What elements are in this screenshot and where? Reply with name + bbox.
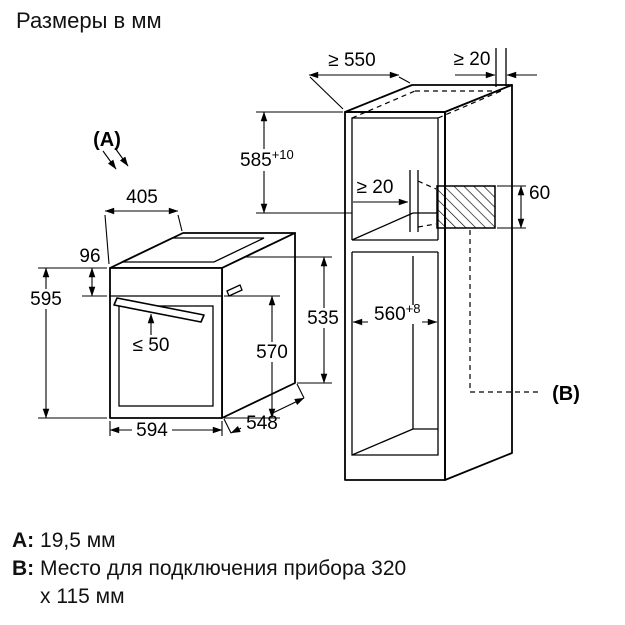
oven-side-latch [226,284,243,297]
cabinet-lower-opening [351,252,439,456]
label-b-text: (B) [552,383,580,405]
dim-405-label: 405 [126,187,158,208]
dim-top-gap-label: ≥ 20 [454,49,491,70]
label-a-arrow2 [114,147,129,167]
dim-585-label: 585+10 [240,147,294,171]
dim-535: 535 [245,256,343,384]
dim-60-label: 60 [529,183,550,204]
note-a-text: 19,5 мм [40,529,116,552]
dim-595: 595 [25,267,107,419]
cabinet-right-face [444,84,513,481]
dim-handle-50: ≤ 50 [133,313,170,356]
oven-handle [113,297,205,323]
dim-top-gap-20: ≥ 20 [454,49,537,79]
dim-96: 96 [38,246,107,297]
oven-top-inset [121,237,265,263]
cabinet-front-face [344,111,446,481]
label-a-arrow [102,150,117,170]
dim-back-gap-label: ≥ 20 [357,177,394,198]
dim-560-label: 560+8 [374,301,421,325]
dim-405: 405 [104,187,183,265]
dim-550: ≥ 550 [308,50,411,110]
dim-548-label: 548 [246,413,278,434]
oven-door-window [118,305,214,407]
oven-drawing [109,232,296,419]
hidden-edge-right [437,90,502,119]
dim-594: 594 [109,420,223,441]
dim-535-label: 535 [307,308,339,329]
dim-back-gap-20: ≥ 20 [353,177,409,206]
hatch-dash-link1 [417,180,437,190]
dim-50-label: ≤ 50 [133,335,170,356]
cabinet-niche-opening [351,117,439,240]
dim-595-label: 595 [30,289,62,310]
note-b-text: Место для подключения прибора 320 [40,557,407,580]
cabinet-shelf-depth-edge [351,212,414,241]
label-a-text: (A) [93,129,121,151]
note-b: B: Место для подключения прибора 320 [12,555,612,583]
cabinet-floor-edge [351,428,414,456]
dim-560: 560+8 [352,301,438,326]
dim-570-label: 570 [256,342,288,363]
dim-550-label: ≥ 550 [328,50,375,71]
dim-96-label: 96 [79,246,100,267]
hidden-edge-left [351,90,416,119]
note-b-key: B: [12,557,35,580]
note-a-key: A: [12,529,35,552]
connection-area-hatch [436,185,496,229]
note-b-line2: x 115 мм [40,585,125,608]
hatch-dash-link2 [417,223,437,228]
dim-label-a: (A) [93,129,129,170]
dim-60: 60 [497,183,550,229]
dim-594-label: 594 [136,420,168,441]
cabinet-drawing [344,48,542,481]
dim-585: 585+10 [234,111,352,214]
page-title: Размеры в мм [16,8,162,33]
note-a: A: 19,5 мм [12,527,612,555]
dim-label-b: (B) [552,383,580,405]
dim-570: 570 [224,295,293,419]
legend: A: 19,5 мм B: Место для подключения приб… [12,527,612,611]
